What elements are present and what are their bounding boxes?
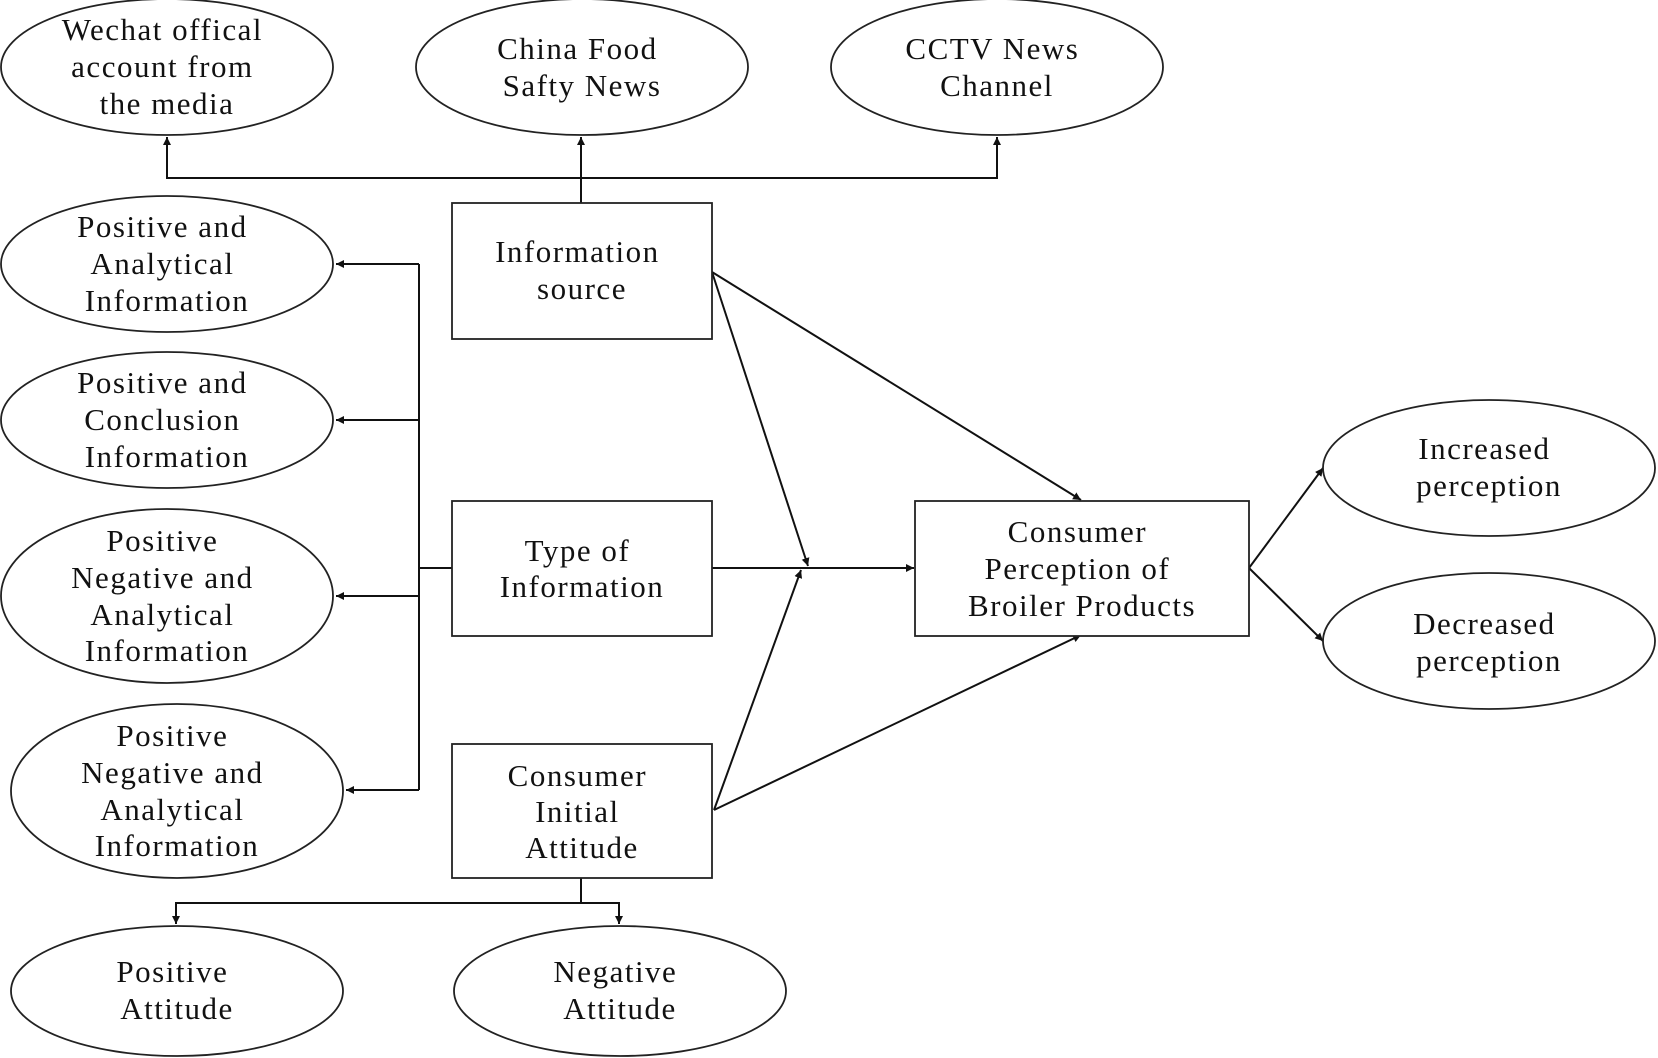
svg-text:Consumer Initial: Consumer Initial Attitude (508, 758, 657, 865)
node-positive-conclusion-information: Positive and Conclusion Information (0, 351, 334, 489)
node-information-source: Information source (451, 202, 713, 340)
svg-text:Positive and Analytica: Positive and Analytical Information (77, 209, 257, 318)
svg-text:Type of Information: Type of Information (500, 533, 665, 604)
node-text-line: Initial (535, 794, 620, 829)
svg-text:Positive Negative and: Positive Negative and Analytical Informa… (71, 523, 263, 668)
svg-text:Positive Negative and: Positive Negative and Analytical Informa… (81, 718, 273, 863)
edge-source-to-perception (711, 271, 1082, 501)
node-consumer-perception-broiler-products: Consumer Perception of Broiler Products (914, 500, 1250, 637)
node-text-line: Negative and (71, 560, 253, 595)
svg-text:Increased perception: Increased perception (1416, 431, 1562, 503)
node-text-line: Analytical (90, 246, 234, 281)
node-text-line: CCTV News (905, 31, 1079, 66)
node-text-line: perception (1416, 468, 1562, 503)
node-text-line: Attitude (120, 991, 234, 1026)
edge-source-to-moderation (711, 271, 810, 567)
edge-source-to-wechat (163, 137, 581, 179)
node-decreased-perception: Decreased perception (1322, 572, 1656, 710)
node-consumer-initial-attitude: Consumer Initial Attitude (451, 743, 713, 879)
node-text-line: Information (85, 633, 250, 668)
svg-text:Consumer Perception of: Consumer Perception of Broiler Products (968, 514, 1196, 623)
node-negative-attitude: Negative Attitude (453, 925, 787, 1057)
edge-source-to-cctv (581, 137, 1001, 179)
svg-text:Positive and Conclusio: Positive and Conclusion Information (77, 365, 257, 474)
node-china-food-safety-news: China Food Safty News (415, 0, 749, 136)
node-text-line: the media (100, 86, 235, 121)
node-text-line: Broiler Products (968, 588, 1196, 623)
node-positive-negative-analytical-information-2: Positive Negative and Analytical Informa… (10, 703, 344, 879)
node-text-line: Wechat offical (62, 12, 263, 47)
node-text-line: Attitude (563, 991, 677, 1026)
node-cctv-news-channel: CCTV News Channel (830, 0, 1164, 136)
node-text-line: Perception of (985, 551, 1171, 586)
node-text-line: Information (95, 828, 260, 863)
node-increased-perception: Increased perception (1322, 399, 1656, 537)
svg-text:Negative Attitude: Negative Attitude (553, 954, 686, 1026)
node-text-line: Positive and (77, 209, 247, 244)
node-text-line: perception (1416, 643, 1562, 678)
node-text-line: Conclusion (84, 402, 240, 437)
node-text-line: Channel (940, 68, 1054, 103)
node-text-line: account from (71, 49, 253, 84)
edge-attitude-to-moderation (713, 569, 803, 811)
node-text-line: Increased (1418, 431, 1550, 466)
node-text-line: Positive (116, 954, 228, 989)
svg-text:Decreased perception: Decreased perception (1413, 606, 1565, 678)
node-positive-attitude: Positive Attitude (10, 925, 344, 1057)
edge-perception-to-increased (1248, 467, 1324, 569)
svg-text:Information source: Information source (495, 234, 669, 306)
node-text-line: Decreased (1413, 606, 1556, 641)
node-text-line: source (537, 271, 627, 306)
node-text-line: Safty News (503, 68, 662, 103)
svg-text:China Food Safty News: China Food Safty News (497, 31, 667, 103)
node-positive-analytical-information: Positive and Analytical Information (0, 195, 334, 333)
node-text-line: China Food (497, 31, 658, 66)
node-text-line: Consumer (1008, 514, 1147, 549)
edge-attitude-to-negative (581, 902, 623, 924)
node-text-line: Analytical (100, 792, 244, 827)
node-text-line: Type of (525, 533, 631, 568)
node-text-line: Consumer (508, 758, 647, 793)
edge-attitude-to-positive (172, 902, 581, 924)
node-text-line: Positive and (77, 365, 247, 400)
node-text-line: Positive (106, 523, 218, 558)
edge-attitude-to-perception (713, 634, 1082, 811)
node-text-line: Information (85, 439, 250, 474)
svg-text:Wechat offical account: Wechat offical account from the media (62, 12, 273, 121)
node-text-line: Negative and (81, 755, 263, 790)
svg-text:CCTV News Channel: CCTV News Channel (905, 31, 1088, 103)
node-wechat-official-account: Wechat offical account from the media (0, 0, 334, 136)
node-positive-negative-analytical-information-1: Positive Negative and Analytical Informa… (0, 508, 334, 684)
svg-text:Positive Attitude: Positive Attitude (116, 954, 237, 1026)
node-text-line: Information (500, 569, 665, 604)
edges (163, 137, 1324, 924)
node-text-line: Negative (553, 954, 677, 989)
node-text-line: Analytical (90, 597, 234, 632)
edge-perception-to-decreased (1248, 567, 1324, 642)
node-type-of-information: Type of Information (451, 500, 713, 637)
node-text-line: Attitude (525, 830, 639, 865)
node-text-line: Information (495, 234, 660, 269)
node-text-line: Information (85, 283, 250, 318)
node-text-line: Positive (116, 718, 228, 753)
